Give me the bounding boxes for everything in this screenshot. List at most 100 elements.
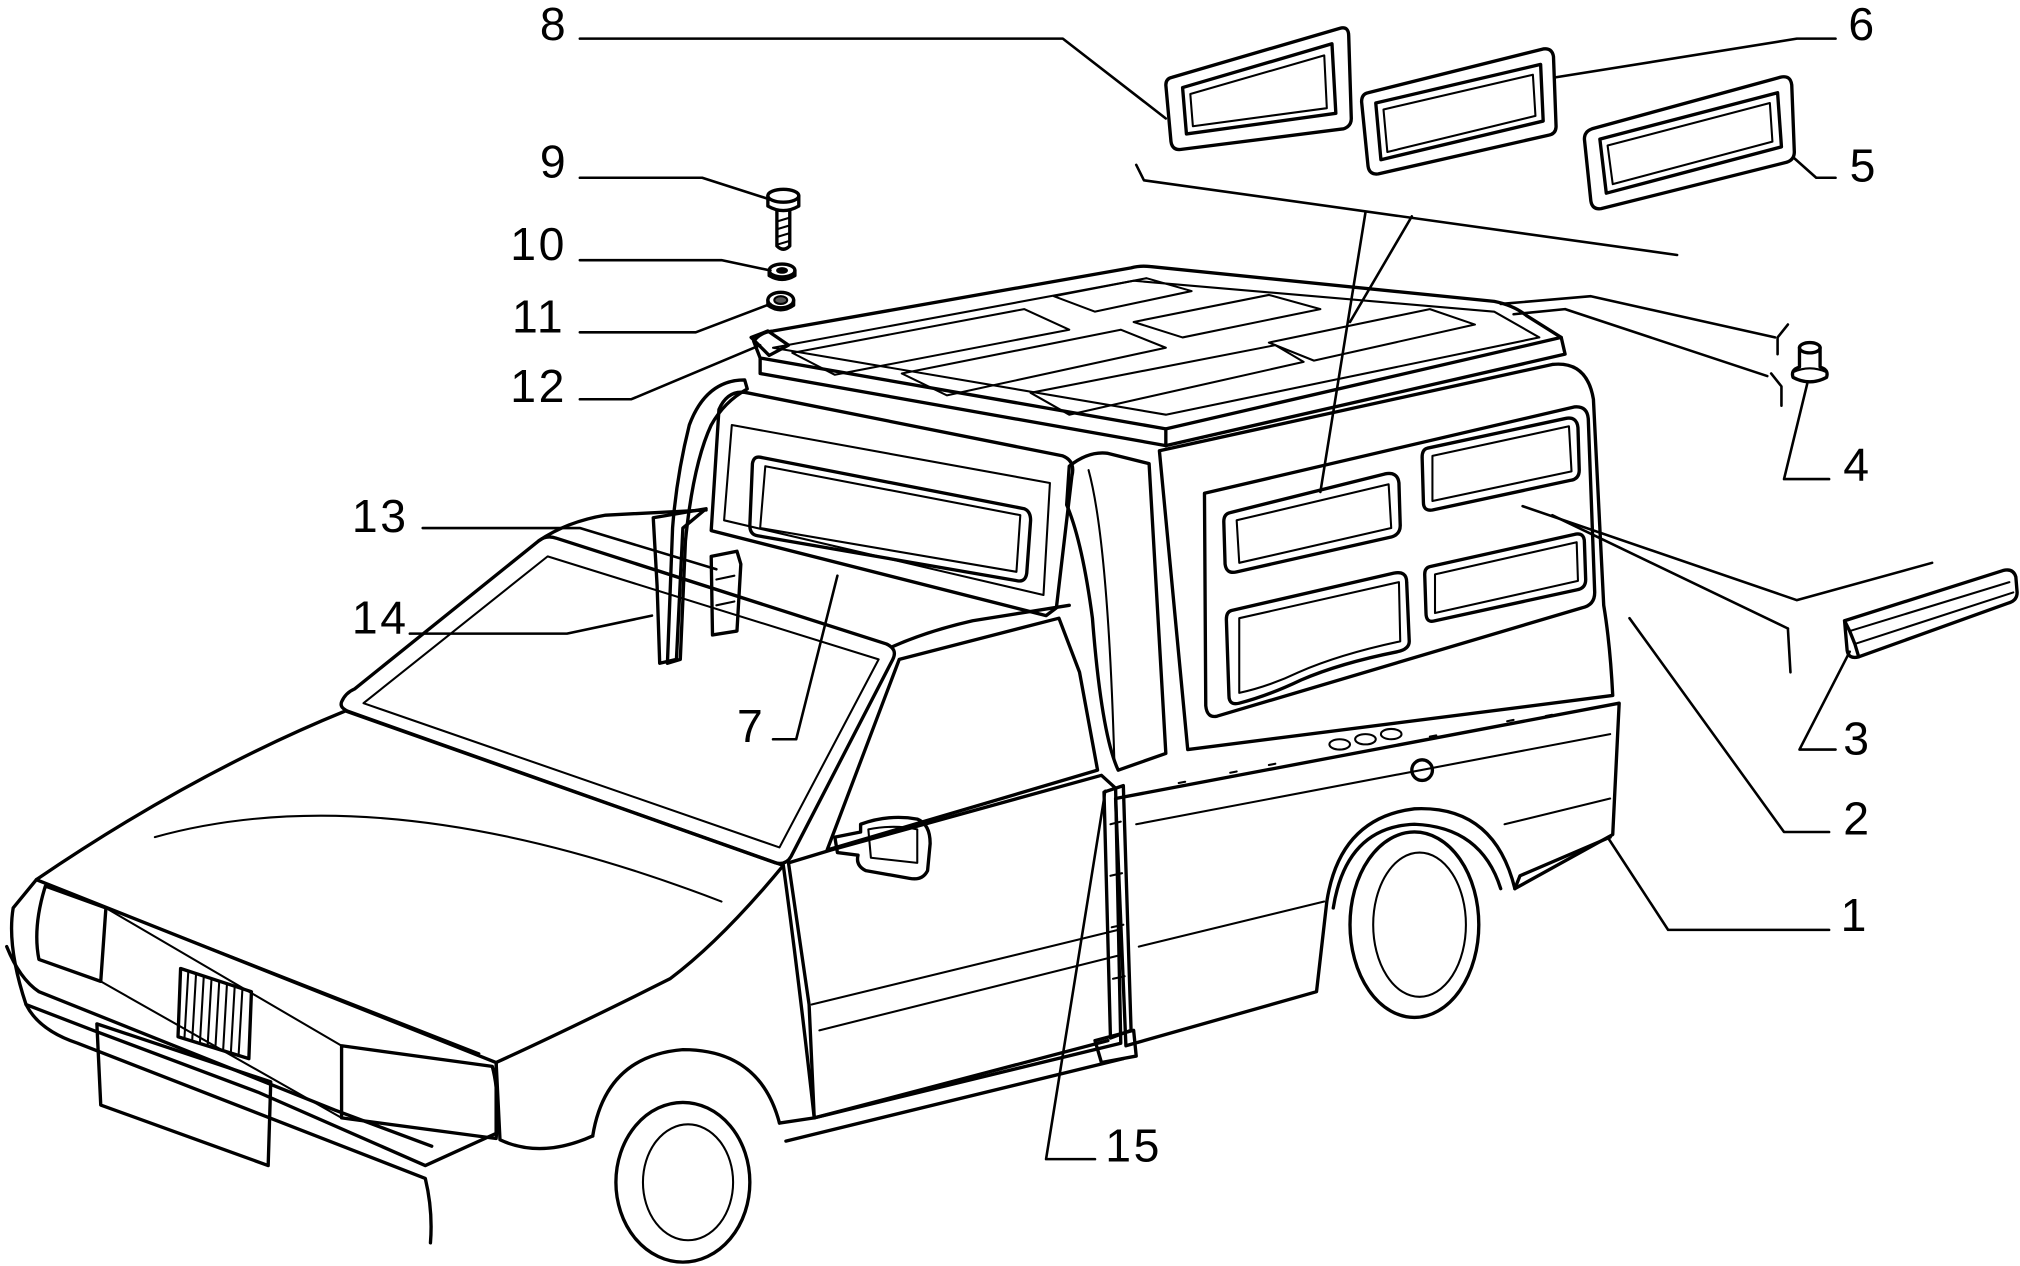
front-door [786,773,1123,1120]
leader-13 [421,526,718,571]
clip-4 [1790,340,1829,384]
side-window-lower-right-glass [1433,541,1579,615]
callout-14: 14 [352,592,409,644]
window-to-strip-line [1521,504,1934,602]
right-headlight-icon [339,1044,500,1141]
roof-seal-12 [749,329,791,358]
gasket-5-inner [1598,91,1784,195]
seal-13-detail [715,574,736,607]
lower-side-panel-holes [1177,713,1554,785]
roof-outline [752,264,1563,431]
gasket-5-lip [1606,102,1774,186]
trim-strip-3-outline [1842,568,2019,660]
cargo-box [1157,362,1615,752]
side-window-lower-left-glass [1238,581,1402,694]
front-face [9,877,498,1168]
license-plate [95,1022,273,1168]
callout-8: 8 [540,0,568,50]
callout-11: 11 [512,290,565,342]
leader-1 [1606,835,1831,932]
lower-side-panel-slot [1354,733,1377,746]
side-window-lower-right [1423,532,1588,623]
cab-roof-rear [891,603,1071,649]
roof-side-edge [1164,335,1567,448]
lower-side-panel-slot [1379,727,1403,741]
callout-13: 13 [352,490,409,542]
quarter-window-seal [748,455,1033,583]
washer-10-hole [776,267,788,274]
callout-3: 3 [1843,713,1871,765]
fuel-filler-cap [1410,758,1435,783]
roof-front-edge [758,356,1168,448]
roof-rib [1029,344,1305,416]
front-fender [494,863,816,1151]
grille-band [99,906,343,1119]
trim-strip-3 [1842,568,2019,660]
gasket-8-inner [1180,42,1338,136]
leader-4 [1782,382,1831,481]
leader-15 [1044,789,1107,1161]
leader-11 [578,302,772,334]
washer-10-side [767,268,797,282]
cargo-box-side [1157,362,1615,752]
quarter-window-frame [723,423,1051,597]
side-window-panel-2 [1202,405,1597,719]
front-rim [641,1123,735,1242]
callout-7: 7 [737,700,765,752]
door-window [825,616,1100,852]
clip-4-body [1790,346,1829,384]
clip-bracket [1776,323,1790,356]
cab [5,508,1126,1245]
box-front-pillar-outline [665,378,749,665]
lower-side-panel-slot [1328,738,1352,751]
front-tyre [614,1100,752,1264]
roof-to-clip-line [1499,294,1777,339]
reference-lines [1134,163,1934,674]
rear-tyre [1348,830,1481,1020]
rear-wheel [1348,830,1481,1020]
gasket-reference-line [1134,163,1679,257]
b-pillar-cover [1064,451,1168,772]
roof-rib [1267,308,1476,362]
strip-bracket [1786,627,1792,674]
roof-rib [791,308,1071,376]
callout-6: 6 [1848,0,1876,50]
pillar-15 [1064,451,1168,1065]
hood [34,709,786,1065]
side-window-upper-left-glass [1235,483,1393,564]
front-wheel [614,1100,752,1264]
roof-rib [900,328,1167,397]
bolt-9 [766,187,801,251]
windshield-glass [362,555,880,849]
leader-6 [1554,37,1837,79]
gasket-6-inner [1374,62,1545,162]
callout-10: 10 [510,218,567,270]
gasket-6 [1359,47,1558,176]
bolt-9-shank [775,209,792,251]
mirror-glass [867,825,919,864]
gasket-8-lip [1189,54,1328,128]
washer-11-hole [773,295,789,305]
callout-2: 2 [1843,793,1871,845]
leader-5 [1791,155,1837,180]
leader-2 [1628,616,1831,834]
gasket-6-outer [1359,47,1558,176]
door-crease [810,928,1120,1032]
cab-roof-front [536,508,708,543]
leader-14 [408,614,654,635]
clip-4-top [1797,340,1822,355]
bolt-9-head [766,194,801,213]
gasket-5-outer [1582,75,1797,211]
front-wheel-arch [591,1047,782,1138]
rear-wheel-arch-lip [1331,822,1503,910]
leader-12 [578,343,762,401]
rear-quarter-window-7 [709,390,1075,618]
callout-12: 12 [510,360,567,412]
trim-strip-3-face [1848,581,2015,645]
rear-mudflap [1513,835,1612,891]
bolt-9-head-top [766,187,801,204]
side-window-upper-right [1420,416,1581,512]
leader-8 [578,37,1168,120]
roof-rib [1052,277,1193,313]
